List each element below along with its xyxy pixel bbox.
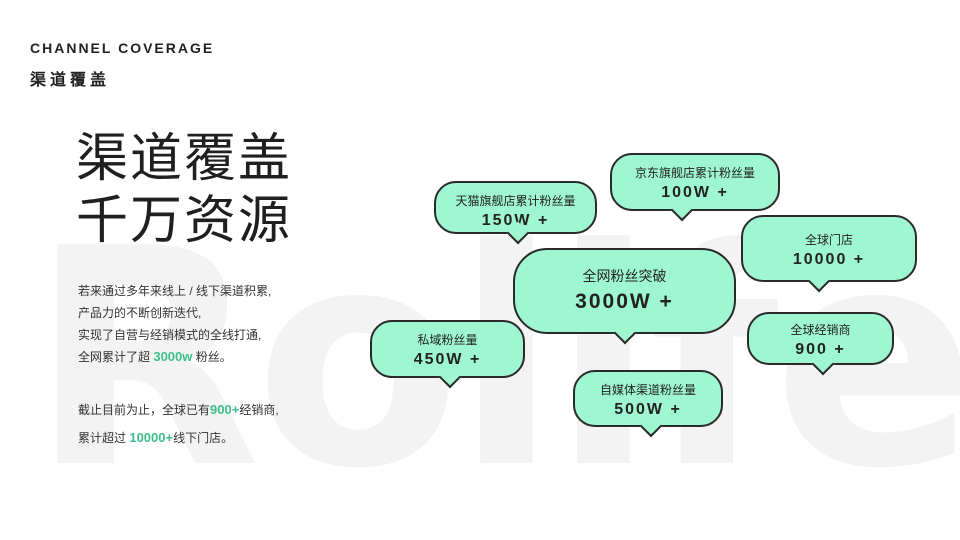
stats-line-1: 截止目前为止，全球已有900+经销商, bbox=[78, 399, 279, 421]
fans-highlight: 3000w bbox=[153, 349, 193, 364]
dealers-highlight: 900+ bbox=[210, 402, 240, 417]
bubble-private-label: 私域粉丝量 bbox=[417, 333, 478, 347]
intro-line-4-pre: 全网累计了超 bbox=[78, 350, 154, 364]
bubble-jd: 京东旗舰店累计粉丝量 100W + bbox=[610, 153, 780, 222]
intro-paragraph: 若来通过多年来线上 / 线下渠道积累, 产品力的不断创新迭代, 实现了自营与经销… bbox=[78, 280, 271, 368]
bubble-total: 全网粉丝突破 3000W + bbox=[513, 248, 736, 345]
title-line-1: 渠道覆盖 bbox=[76, 129, 293, 189]
bubble-dealers-label: 全球经销商 bbox=[790, 323, 851, 337]
bubble-private-value: 450W + bbox=[413, 351, 482, 368]
bubble-stores-label: 全球门店 bbox=[804, 233, 853, 247]
stats-line-1-post: 经销商, bbox=[239, 403, 279, 417]
intro-line-1: 若来通过多年来线上 / 线下渠道积累, bbox=[78, 284, 272, 298]
section-label-cn: 渠道覆盖 bbox=[30, 72, 111, 89]
bubble-total-label: 全网粉丝突破 bbox=[582, 268, 667, 284]
bubble-total-value: 3000W + bbox=[575, 290, 674, 313]
stats-line-2: 累计超过 10000+线下门店。 bbox=[78, 427, 279, 449]
bubble-jd-value: 100W + bbox=[661, 184, 729, 201]
bubble-jd-label: 京东旗舰店累计粉丝量 bbox=[634, 166, 755, 180]
section-label-en: CHANNEL COVERAGE bbox=[30, 40, 215, 56]
title-line-2: 千万资源 bbox=[76, 191, 293, 251]
intro-line-4-post: 粉丝。 bbox=[192, 350, 232, 364]
bubble-stores: 全球门店 10000 + bbox=[741, 215, 917, 293]
intro-line-2: 产品力的不断创新迭代, bbox=[78, 306, 202, 320]
stats-line-2-pre: 累计超过 bbox=[78, 431, 130, 445]
bubble-dealers-value: 900 + bbox=[795, 341, 846, 358]
bubble-dealers: 全球经销商 900 + bbox=[747, 312, 894, 376]
bubble-stores-value: 10000 + bbox=[792, 251, 866, 268]
intro-line-3: 实现了自营与经销模式的全线打通, bbox=[78, 328, 262, 342]
bubble-tmall: 天猫旗舰店累计粉丝量 150W + bbox=[434, 181, 597, 245]
stats-line-1-pre: 截止目前为止，全球已有 bbox=[78, 403, 211, 417]
bubble-media-value: 500W + bbox=[614, 401, 682, 418]
bubble-tmall-value: 150W + bbox=[481, 212, 550, 229]
bubble-media: 自媒体渠道粉丝量 500W + bbox=[573, 370, 723, 438]
bubble-private: 私域粉丝量 450W + bbox=[370, 320, 525, 389]
stats-line-2-post: 线下门店。 bbox=[173, 431, 234, 445]
stores-highlight: 10000+ bbox=[129, 430, 174, 445]
bubble-tmall-label: 天猫旗舰店累计粉丝量 bbox=[455, 194, 576, 208]
bubble-media-label: 自媒体渠道粉丝量 bbox=[599, 383, 696, 397]
page-title: 渠道覆盖 千万资源 bbox=[76, 128, 292, 252]
intro-line-4: 全网累计了超 3000w 粉丝。 bbox=[78, 346, 271, 368]
stats-paragraph: 截止目前为止，全球已有900+经销商, 累计超过 10000+线下门店。 bbox=[78, 399, 279, 449]
